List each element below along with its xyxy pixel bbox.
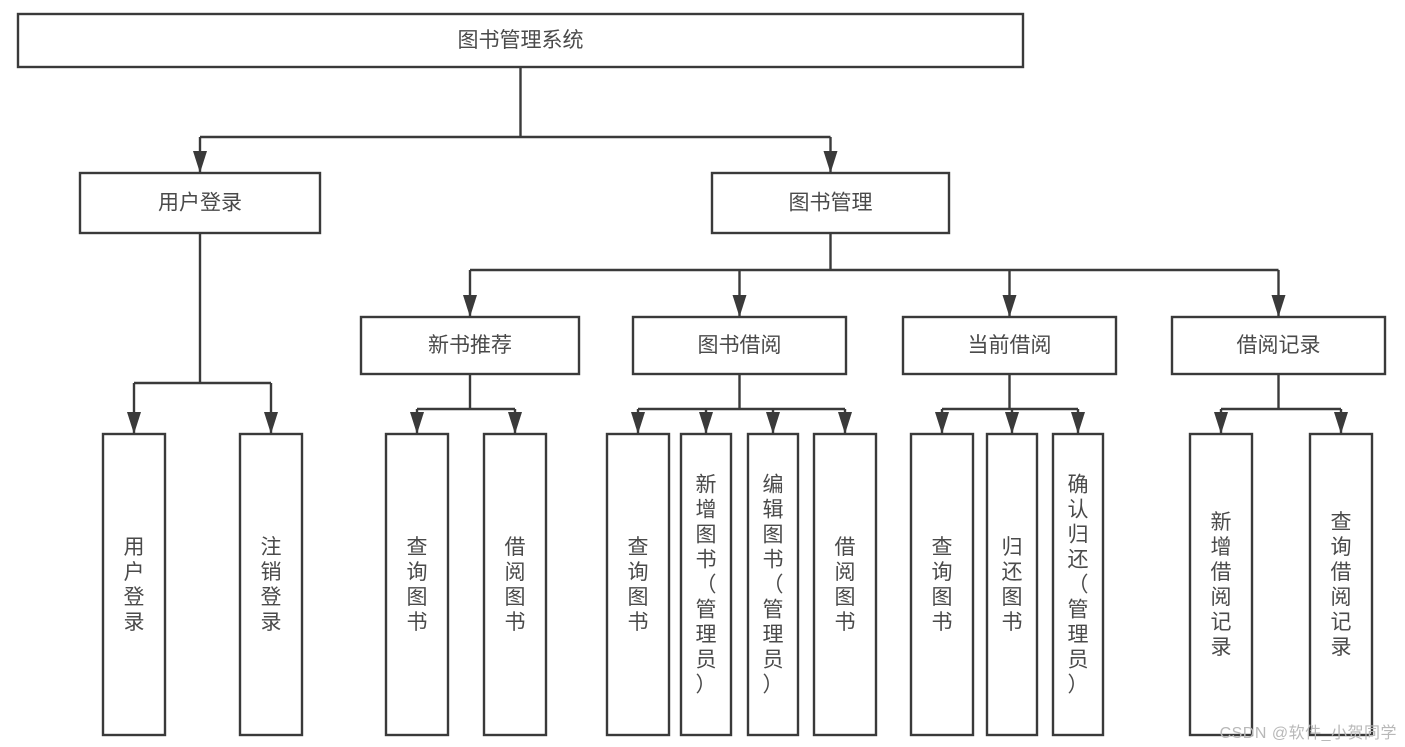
node-图书借阅[interactable]: 图书借阅 (631, 315, 848, 376)
node-label: 图书借阅 (698, 334, 782, 357)
arrow-head-icon (410, 412, 424, 434)
node-新书推荐[interactable]: 新书推荐 (359, 315, 581, 376)
node-label: 新书推荐 (428, 334, 512, 357)
node-label: 当前借阅 (968, 334, 1052, 357)
node-box (238, 432, 304, 737)
arrow-head-icon (631, 412, 645, 434)
arrow-head-icon (193, 151, 207, 173)
node-box (78, 171, 322, 235)
nodes-layer: 图书管理系统用户登录图书管理新书推荐图书借阅当前借阅借阅记录用户登录注销登录查询… (16, 12, 1387, 737)
leaf-node-1-注销登录[interactable]: 注销登录 (238, 432, 304, 737)
node-label: 查询图书 (628, 536, 649, 634)
arrow-head-icon (1002, 295, 1017, 317)
node-box (16, 12, 1025, 69)
node-label: 借阅图书 (505, 536, 526, 634)
leaf-node-9-归还图书[interactable]: 归还图书 (985, 432, 1039, 737)
node-label: 查询图书 (932, 536, 953, 634)
node-label: 查询图书 (407, 536, 428, 634)
arrow-head-icon (1214, 412, 1228, 434)
leaf-node-5-新增图书管理员[interactable]: 新增图书（管理员） (679, 432, 733, 737)
node-图书管理[interactable]: 图书管理 (710, 171, 951, 235)
node-label: 用户登录 (124, 536, 145, 634)
node-label: 图书管理系统 (458, 29, 584, 52)
node-label: 编辑图书（管理员） (763, 474, 784, 697)
node-box (1308, 432, 1374, 737)
node-box (359, 315, 581, 376)
arrow-head-icon (264, 412, 278, 434)
node-label: 注销登录 (261, 536, 282, 634)
node-label: 新增借阅记录 (1211, 511, 1232, 659)
leaf-node-12-查询借阅记录[interactable]: 查询借阅记录 (1308, 432, 1374, 737)
leaf-node-2-查询图书[interactable]: 查询图书 (384, 432, 450, 737)
node-图书管理系统[interactable]: 图书管理系统 (16, 12, 1025, 69)
arrow-head-icon (508, 412, 522, 434)
node-box (679, 432, 733, 737)
node-借阅记录[interactable]: 借阅记录 (1170, 315, 1387, 376)
node-box (1188, 432, 1254, 737)
node-box (746, 432, 800, 737)
node-box (1170, 315, 1387, 376)
arrow-head-icon (699, 412, 713, 434)
node-label: 查询借阅记录 (1331, 511, 1352, 659)
node-label: 确认归还（管理员） (1068, 474, 1089, 697)
node-box (812, 432, 878, 737)
node-当前借阅[interactable]: 当前借阅 (901, 315, 1118, 376)
leaf-node-6-编辑图书管理员[interactable]: 编辑图书（管理员） (746, 432, 800, 737)
leaf-node-4-查询图书[interactable]: 查询图书 (605, 432, 671, 737)
node-box (710, 171, 951, 235)
node-label: 用户登录 (158, 192, 242, 215)
leaf-node-7-借阅图书[interactable]: 借阅图书 (812, 432, 878, 737)
node-box (631, 315, 848, 376)
leaf-node-10-确认归还管理员[interactable]: 确认归还（管理员） (1051, 432, 1105, 737)
node-label: 借阅图书 (835, 536, 856, 634)
node-label: 新增图书（管理员） (696, 474, 717, 697)
arrow-head-icon (1005, 412, 1019, 434)
node-label: 归还图书 (1002, 536, 1023, 634)
node-box (901, 315, 1118, 376)
arrow-head-icon (935, 412, 949, 434)
arrow-head-icon (838, 412, 852, 434)
node-box (384, 432, 450, 737)
arrow-head-icon (732, 295, 747, 317)
node-box (1051, 432, 1105, 737)
arrow-head-icon (1334, 412, 1348, 434)
arrow-head-icon (1071, 412, 1085, 434)
leaf-node-3-借阅图书[interactable]: 借阅图书 (482, 432, 548, 737)
node-box (482, 432, 548, 737)
csdn-watermark: CSDN @软件_小贺同学 (1219, 725, 1397, 742)
node-box (909, 432, 975, 737)
arrow-head-icon (127, 412, 141, 434)
arrow-head-icon (766, 412, 780, 434)
arrow-head-icon (1271, 295, 1286, 317)
node-box (605, 432, 671, 737)
node-用户登录[interactable]: 用户登录 (78, 171, 322, 235)
leaf-node-8-查询图书[interactable]: 查询图书 (909, 432, 975, 737)
connectors-layer (127, 67, 1348, 434)
leaf-node-0-用户登录[interactable]: 用户登录 (101, 432, 167, 737)
arrow-head-icon (823, 151, 838, 173)
node-label: 借阅记录 (1237, 334, 1321, 357)
node-box (985, 432, 1039, 737)
arrow-head-icon (463, 295, 477, 317)
node-label: 图书管理 (789, 192, 873, 215)
leaf-node-11-新增借阅记录[interactable]: 新增借阅记录 (1188, 432, 1254, 737)
node-box (101, 432, 167, 737)
